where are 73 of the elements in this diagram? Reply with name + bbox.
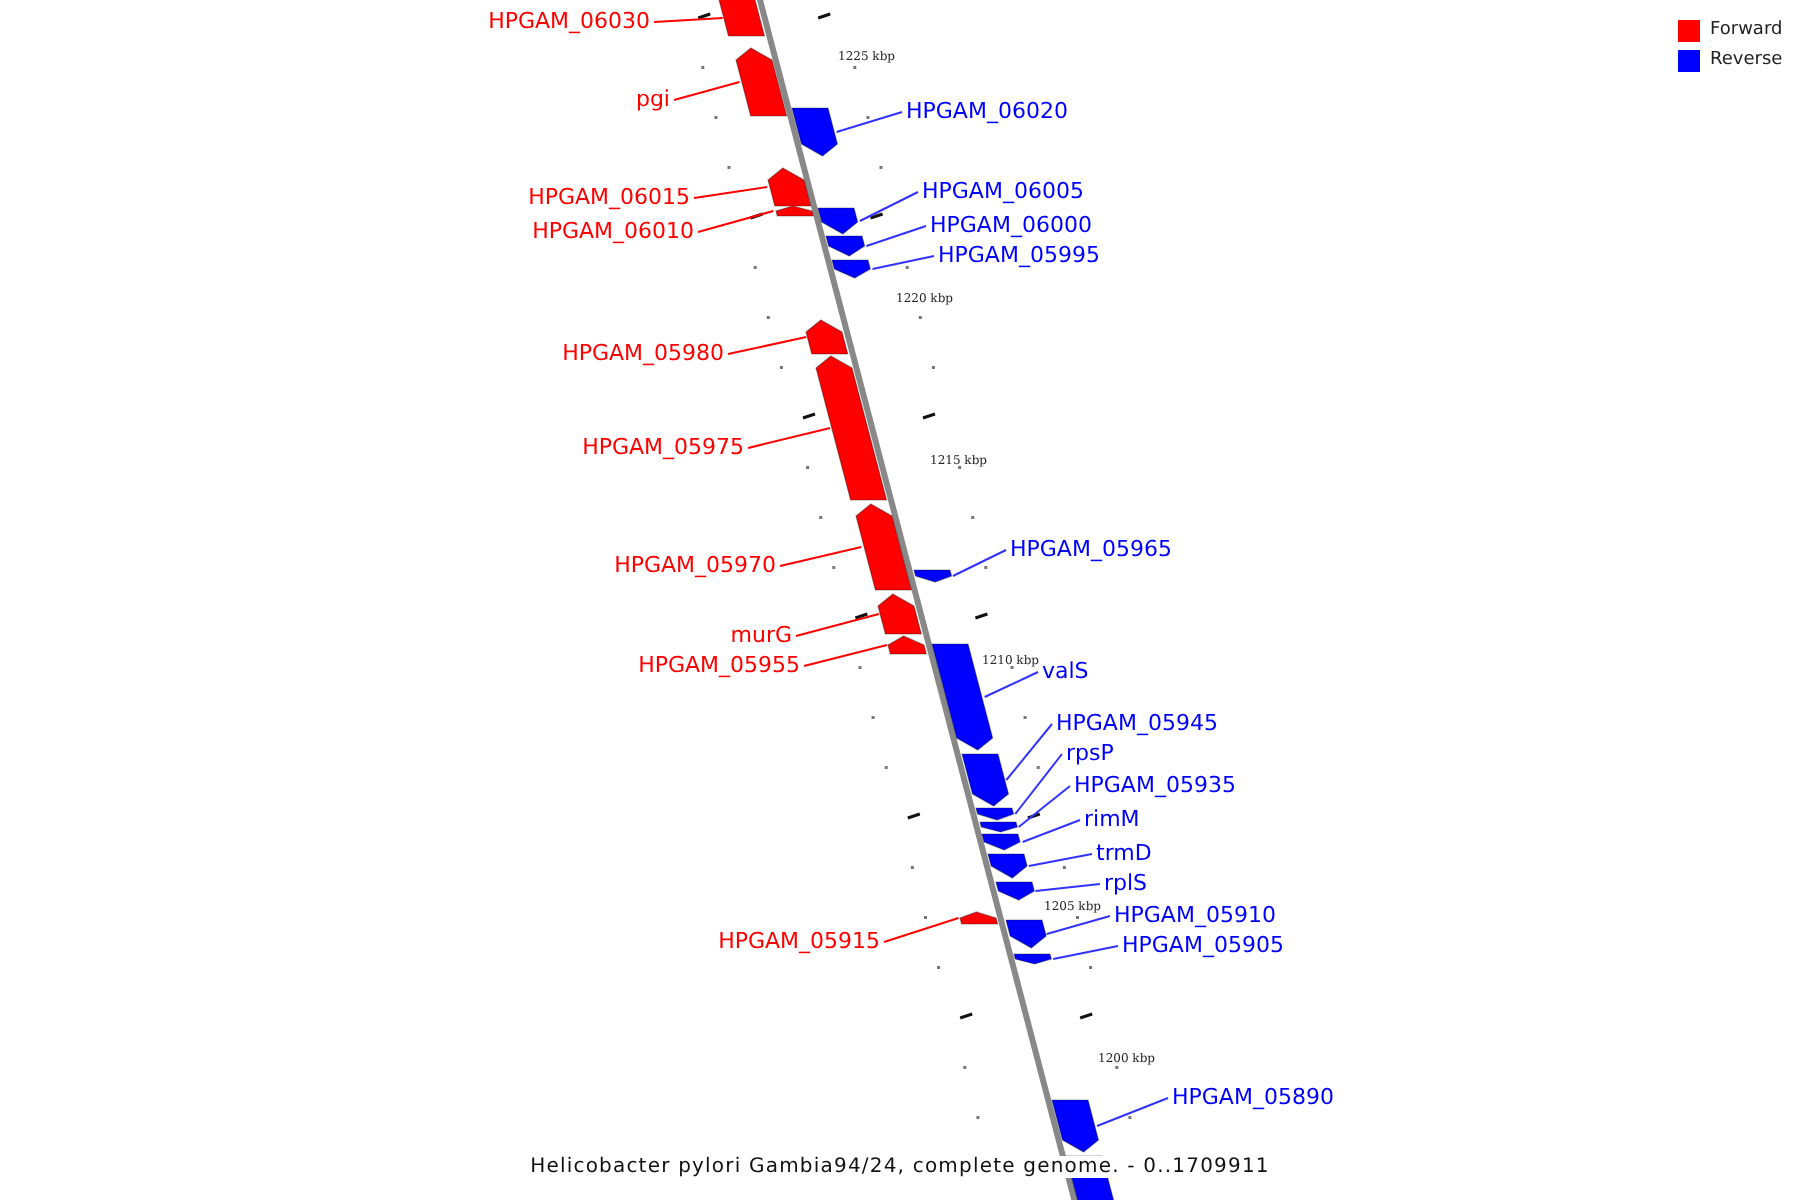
leader-line: [858, 191, 919, 222]
gene-segment: [913, 570, 951, 582]
gene-segment: [979, 822, 1017, 832]
gene-segment: [816, 356, 887, 500]
leader-line: [1052, 945, 1119, 960]
gene-segment: [792, 108, 838, 156]
leader-line: [835, 111, 903, 133]
gene-segment: [1005, 920, 1046, 948]
gene-label: HPGAM_06030: [488, 8, 650, 34]
gene-segment: [960, 912, 999, 924]
leader-line: [983, 671, 1039, 698]
leader-line: [1021, 819, 1081, 843]
gene-label: HPGAM_05910: [1114, 902, 1276, 928]
gene-label: rimM: [1084, 806, 1140, 832]
gene-segment: [718, 0, 766, 36]
leader-line: [1005, 723, 1053, 781]
leader-line: [1014, 753, 1063, 815]
gene-label: HPGAM_05915: [718, 928, 880, 954]
leader-line: [1034, 883, 1101, 892]
gene-label: HPGAM_06010: [532, 218, 694, 244]
gene-label: HPGAM_06015: [528, 184, 690, 210]
gene-segment: [1013, 954, 1052, 964]
gene-label: rplS: [1104, 870, 1148, 896]
gene-label: HPGAM_05935: [1074, 772, 1236, 798]
leader-line: [865, 225, 927, 247]
gene-label: murG: [730, 622, 792, 648]
gene-label: HPGAM_06020: [906, 98, 1068, 124]
leader-line: [653, 17, 724, 23]
gene-label: HPGAM_05965: [1010, 536, 1172, 562]
gene-segment: [995, 882, 1034, 900]
gene-label: trmD: [1096, 840, 1152, 866]
gene-segment: [806, 320, 849, 354]
leader-line: [673, 81, 741, 101]
gene-label: HPGAM_06000: [930, 212, 1092, 238]
leader-line: [951, 549, 1007, 577]
legend-label: Reverse: [1710, 50, 1783, 72]
caption: Helicobacter pylori Gambia94/24, complete genome. - 0..1709911: [530, 1156, 1270, 1178]
leader-line: [1045, 915, 1111, 935]
gene-segment: [975, 808, 1014, 820]
leader-line: [747, 427, 832, 449]
gene-segment: [825, 236, 865, 256]
gene-label: HPGAM_05945: [1056, 710, 1218, 736]
gene-segment: [982, 834, 1021, 850]
leader-line: [883, 917, 960, 943]
leader-line: [1096, 1097, 1169, 1127]
leader-line: [697, 210, 775, 233]
gene-label: HPGAM_05955: [638, 652, 800, 678]
gene-label: HPGAM_05995: [938, 242, 1100, 268]
gene-segment: [735, 48, 787, 116]
leader-line: [727, 336, 808, 355]
leader-line: [693, 186, 768, 199]
gene-label: valS: [1042, 658, 1089, 684]
gene-segment: [1052, 1100, 1099, 1152]
gene-label: HPGAM_05905: [1122, 932, 1284, 958]
gene-label: HPGAM_06005: [922, 178, 1084, 204]
gene-label: pgi: [635, 86, 670, 112]
leader-line: [803, 644, 888, 667]
leader-line: [1027, 853, 1093, 867]
gene-segment: [987, 854, 1027, 878]
leader-line: [871, 255, 935, 270]
gene-label: rpsP: [1066, 740, 1114, 766]
gene-segment: [888, 636, 928, 654]
gene-label: HPGAM_05890: [1172, 1084, 1334, 1110]
leader-line: [1017, 785, 1071, 828]
leader-line: [795, 613, 880, 637]
legend-label: Forward: [1710, 20, 1783, 42]
leader-line: [779, 546, 863, 567]
gene-label: HPGAM_05980: [562, 340, 724, 366]
gene-label: HPGAM_05975: [582, 434, 744, 460]
gene-segment: [832, 260, 871, 278]
gene-segment: [775, 206, 813, 216]
gene-segment: [818, 208, 859, 234]
gene-label: HPGAM_05970: [614, 552, 776, 578]
